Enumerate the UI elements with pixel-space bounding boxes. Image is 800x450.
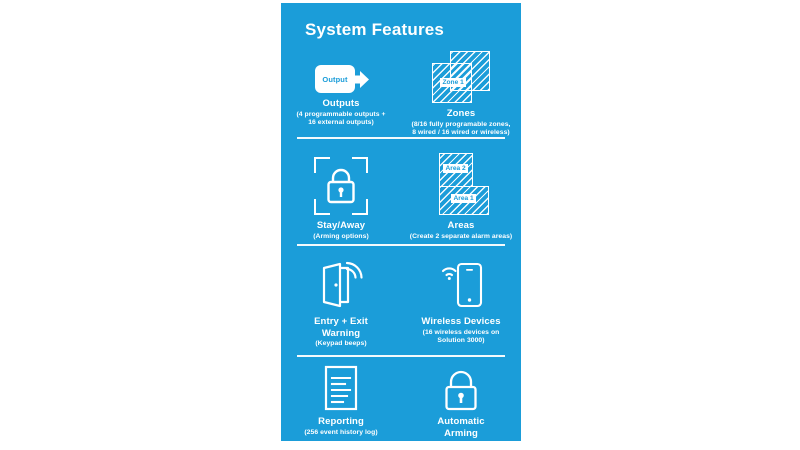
section-divider-2 xyxy=(297,244,505,246)
feature-stay-away[interactable]: Stay/Away (Arming options) xyxy=(281,149,401,241)
feature-title: Outputs xyxy=(322,98,360,109)
padlock-focus-frame-glyph xyxy=(314,157,368,215)
area-badge-label-2: Area 2 xyxy=(443,164,469,173)
feature-subtitle-line1: (4 programmable outputs + xyxy=(296,110,386,118)
feature-title: Areas xyxy=(447,220,475,231)
feature-subtitle-line1: (16 wireless devices on xyxy=(422,328,500,336)
feature-areas[interactable]: Area 2 Area 1 Areas (Create 2 separate a… xyxy=(401,149,521,241)
feature-title-line2: Arming xyxy=(444,427,478,439)
feature-subtitle-line2: 8 wired / 16 wired or wireless) xyxy=(412,129,510,137)
feature-row-2: Stay/Away (Arming options) Area 2 Area 1… xyxy=(281,149,521,241)
document-lines-glyph xyxy=(324,365,358,411)
feature-subtitle-line2: 16 external outputs) xyxy=(308,119,374,127)
output-arrow-icon: Output xyxy=(281,47,401,93)
feature-title-line1: Entry + Exit xyxy=(314,316,368,327)
feature-subtitle-line1: (256 event history log) xyxy=(304,428,378,436)
feature-row-1: Output Outputs (4 programmable outputs +… xyxy=(281,47,521,139)
feature-title: Reporting xyxy=(318,416,364,427)
feature-row-3: Entry + Exit Warning (Keypad beeps) xyxy=(281,255,521,351)
phone-wifi-glyph xyxy=(441,262,483,308)
padlock-focus-frame-icon xyxy=(281,149,401,215)
feature-title-line2: Warning xyxy=(321,327,361,339)
section-divider-1 xyxy=(297,137,505,139)
feature-subtitle-line1: (Create 2 separate alarm areas) xyxy=(409,232,513,240)
document-lines-icon xyxy=(281,365,401,411)
feature-reporting[interactable]: Reporting (256 event history log) xyxy=(281,365,401,437)
feature-title-line1: Automatic xyxy=(437,416,485,427)
system-features-panel: System Features Output Outputs (4 pro xyxy=(281,3,521,441)
open-door-signal-glyph xyxy=(322,261,363,308)
zones-grid-icon: Zone 1 xyxy=(401,47,521,103)
padlock-icon xyxy=(401,365,521,411)
section-divider-3 xyxy=(297,355,505,357)
padlock-glyph xyxy=(445,370,477,411)
feature-row-4: Reporting (256 event history log) Automa… xyxy=(281,365,521,441)
areas-floorplan-icon: Area 2 Area 1 xyxy=(401,149,521,215)
output-badge-label: Output xyxy=(322,74,348,84)
feature-zones[interactable]: Zone 1 Zones (8/16 fully programable zon… xyxy=(401,47,521,138)
phone-wifi-icon xyxy=(401,255,521,311)
feature-title: Stay/Away xyxy=(316,220,366,231)
feature-subtitle-line1: (Keypad beeps) xyxy=(315,340,367,347)
feature-title: Zones xyxy=(446,108,476,119)
feature-wireless-devices[interactable]: Wireless Devices (16 wireless devices on… xyxy=(401,255,521,346)
page-title: System Features xyxy=(305,20,445,39)
feature-subtitle-line2: Solution 3000) xyxy=(437,337,485,345)
feature-title: Wireless Devices xyxy=(421,316,501,327)
feature-subtitle-line1: (Arming options) xyxy=(313,232,369,240)
area-badge-label-1: Area 1 xyxy=(451,194,477,203)
arrow-right-icon xyxy=(351,71,369,88)
open-door-signal-icon xyxy=(281,255,401,311)
feature-automatic-arming[interactable]: Automatic Arming xyxy=(401,365,521,439)
feature-subtitle-line1: (8/16 fully programable zones, xyxy=(411,120,511,128)
feature-outputs[interactable]: Output Outputs (4 programmable outputs +… xyxy=(281,47,401,128)
zone-badge-label: Zone 1 xyxy=(440,78,467,87)
feature-entry-exit-warning[interactable]: Entry + Exit Warning (Keypad beeps) xyxy=(281,255,401,349)
